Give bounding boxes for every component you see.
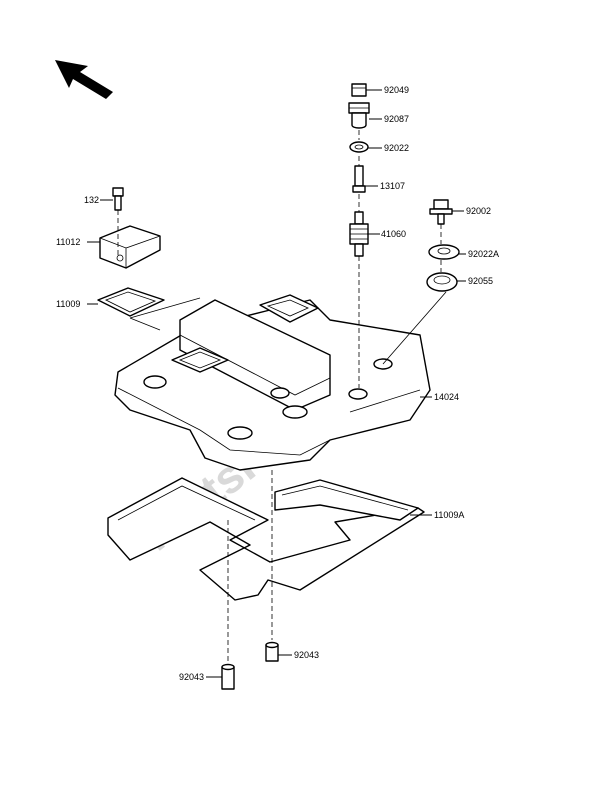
- front-direction-arrow-icon: [55, 60, 113, 99]
- label-92022A: 92022A: [468, 249, 499, 259]
- label-92055: 92055: [468, 276, 493, 286]
- label-11012: 11012: [56, 237, 80, 247]
- alignment-lines: [117, 130, 447, 662]
- label-92043-right: 92043: [294, 650, 319, 660]
- part-labels: 92049 92087 92022 13107 41060 92002 9202…: [56, 85, 499, 682]
- cap-92049: [351, 83, 367, 97]
- seal-92055: [426, 272, 458, 292]
- label-92087: 92087: [384, 114, 409, 124]
- label-41060: 41060: [381, 229, 406, 239]
- gasket-11009A: [107, 477, 425, 601]
- cover-11012: [99, 225, 161, 269]
- bolt-132: [112, 187, 124, 211]
- label-11009: 11009: [56, 299, 80, 309]
- gasket-11009: [97, 287, 165, 317]
- label-132: 132: [84, 195, 99, 205]
- label-92049: 92049: [384, 85, 409, 95]
- bolt-92002: [429, 199, 453, 225]
- shaft-13107: [352, 165, 366, 193]
- cylinder-head-cover-14024: [114, 294, 431, 471]
- washer-92022: [349, 141, 369, 153]
- gear-41060: [349, 211, 369, 257]
- label-92043-left: 92043: [179, 672, 204, 682]
- dowel-92043-left: [221, 663, 235, 690]
- label-11009A: 11009A: [434, 510, 464, 520]
- plug-92087: [348, 102, 370, 129]
- washer-92022A: [428, 244, 460, 260]
- label-92002: 92002: [466, 206, 491, 216]
- label-13107: 13107: [380, 181, 405, 191]
- label-92022: 92022: [384, 143, 409, 153]
- leader-lines: [87, 89, 466, 678]
- label-14024: 14024: [434, 392, 459, 402]
- dowel-92043-right: [265, 641, 279, 662]
